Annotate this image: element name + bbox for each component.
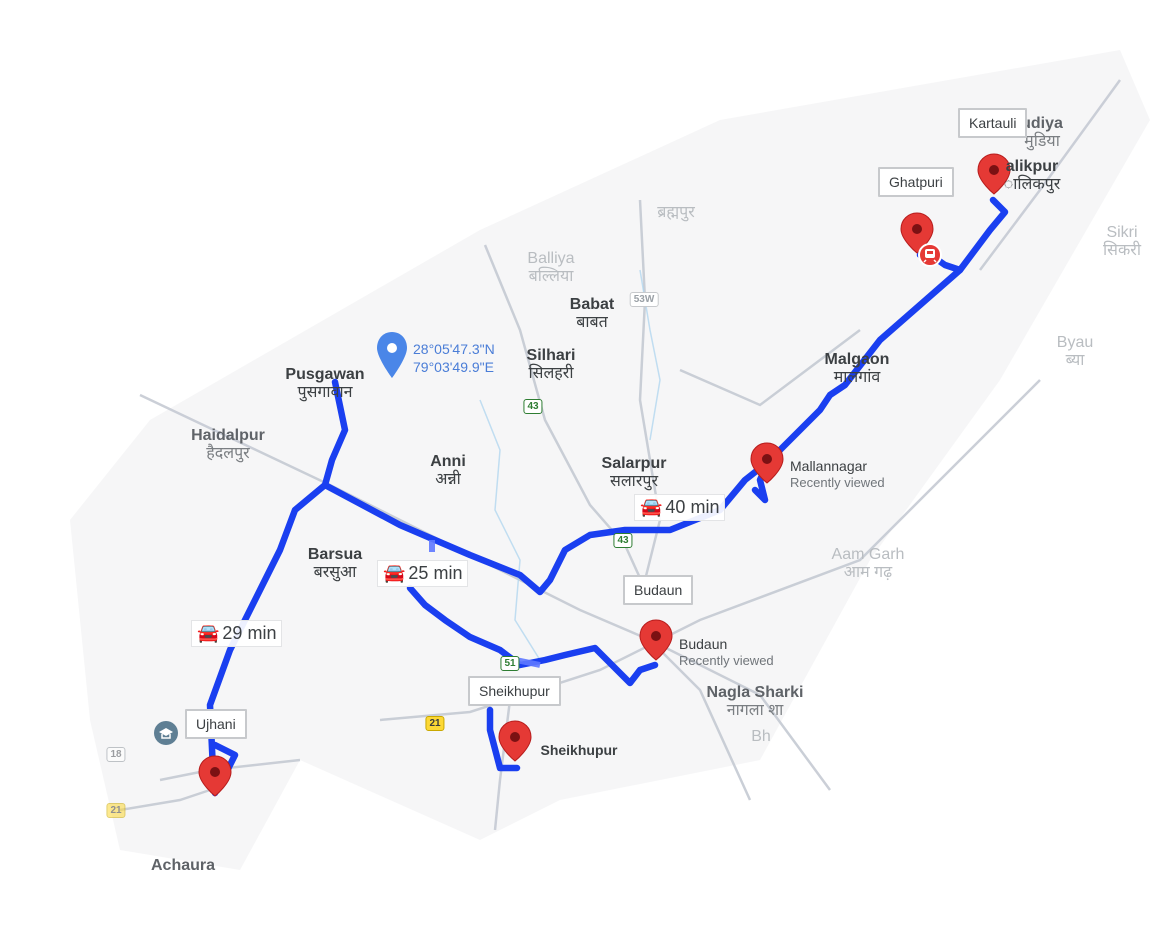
place-label-brahmpur: ब्रह्मपुर [657, 204, 695, 222]
dropped-pin-icon[interactable] [377, 332, 407, 378]
place-label-malikpur: alikpur ालिकपुर [1004, 158, 1061, 195]
duration-text: 40 min [665, 497, 720, 517]
place-label-malgaon: Malgaon मालगांव [825, 351, 890, 388]
place-name: Nagla Sharki [706, 684, 804, 701]
place-name-hindi: अन्नी [435, 471, 461, 489]
place-label-achaura: Achaura [151, 857, 215, 875]
place-label-bh: Bh [751, 728, 771, 746]
road-shield-21: 21 [106, 803, 126, 818]
route-alt [429, 540, 541, 668]
place-label-sikri: Sikri सिकरी [1103, 224, 1141, 261]
longitude: 79°03'49.9"E [413, 359, 494, 376]
train-station-icon[interactable] [918, 243, 942, 267]
place-name: Sheikhupur [540, 742, 618, 758]
place-label-nagla-sharki: Nagla Sharki नागला शा [707, 684, 804, 721]
place-card-name: Mallannagar [790, 458, 868, 474]
place-label-anni: Anni अन्नी [430, 453, 466, 490]
place-name: Achaura [150, 857, 216, 874]
road-shield-43: 43 [523, 399, 543, 414]
place-name-hindi: सिलहरी [528, 365, 574, 383]
place-label-byaur: Byau ब्या [1057, 334, 1093, 371]
place-name: Byau [1056, 334, 1094, 351]
place-name-hindi: ब्या [1065, 352, 1085, 370]
place-name-hindi: सिकरी [1103, 242, 1141, 260]
route-duration-badge[interactable]: 🚘 25 min [377, 560, 469, 587]
place-label-babat: Babat बाबत [570, 296, 614, 333]
place-card-mallannagar[interactable]: Mallannagar Recently viewed [790, 458, 885, 490]
place-name-hindi: पुसगावान [297, 384, 353, 402]
place-name-hindi: सलारपुर [610, 473, 658, 491]
coordinate-readout[interactable]: 28°05'47.3"N 79°03'49.9"E [413, 340, 495, 376]
duration-text: 25 min [408, 563, 463, 583]
map-pin-icon[interactable] [900, 212, 934, 254]
place-name: udiya [1021, 115, 1063, 132]
place-label-aam-garh: Aam Garh आम गढ़ [832, 546, 905, 583]
map-pin-icon[interactable] [750, 442, 784, 484]
map-background [70, 50, 1150, 870]
place-name-hindi: ालिकपुर [1003, 176, 1061, 194]
place-name-hindi: बाबत [576, 314, 608, 332]
place-name: Balliya [527, 250, 575, 267]
road-shield-51: 51 [500, 656, 520, 671]
place-name-hindi: मालगांव [833, 369, 881, 387]
place-label-salarpur: Salarpur सलारपुर [602, 455, 667, 492]
place-label-sheikhupur-town: Sheikhupur [540, 742, 617, 758]
place-name-hindi: हैदलपुर [206, 445, 250, 463]
waypoint-tag-budaun[interactable]: Budaun [623, 575, 694, 605]
place-name: Pusgawan [285, 366, 365, 383]
road-shield-21: 21 [425, 716, 445, 731]
place-name: Sikri [1106, 224, 1138, 241]
place-name-hindi: नागला शा [726, 702, 784, 720]
place-label-haidalpur: Haidalpur हैदलपुर [191, 427, 265, 464]
car-icon: 🚘 [640, 497, 663, 517]
place-name: alikpur [1005, 158, 1059, 175]
place-name: Haidalpur [191, 427, 265, 444]
road-shield-53w: 53W [629, 292, 659, 307]
place-label-pusgawan: Pusgawan पुसगावान [285, 366, 364, 403]
waypoint-tag-sheikhupur[interactable]: Sheikhupur [468, 676, 561, 706]
place-label-silhari: Silhari सिलहरी [527, 347, 576, 384]
place-name: Aam Garh [831, 546, 905, 563]
place-name: Salarpur [601, 455, 667, 472]
latitude: 28°05'47.3"N [413, 341, 495, 357]
place-label-barsua: Barsua बरसुआ [308, 546, 362, 583]
place-name: Malgaon [824, 351, 890, 368]
map-pin-icon[interactable] [198, 755, 232, 797]
place-name: Silhari [526, 347, 576, 364]
waypoint-tag-ujhani[interactable]: Ujhani [185, 709, 247, 739]
place-card-subtitle: Recently viewed [679, 652, 774, 668]
car-icon: 🚘 [197, 623, 220, 643]
map-pin-icon[interactable] [498, 720, 532, 762]
place-name: Anni [430, 453, 466, 470]
place-label-balliya: Balliya बल्लिया [527, 250, 574, 287]
place-card-budaun[interactable]: Budaun Recently viewed [679, 636, 774, 668]
road-shield-43: 43 [613, 533, 633, 548]
place-card-subtitle: Recently viewed [790, 474, 885, 490]
place-name-hindi: ब्रह्मपुर [657, 204, 695, 221]
route-main [206, 196, 1009, 797]
map-pin-icon[interactable] [977, 153, 1011, 195]
place-name-hindi: आम गढ़ [843, 564, 893, 582]
place-name: Barsua [307, 546, 363, 563]
waypoint-tag-kartauli[interactable]: Kartauli [958, 108, 1028, 138]
place-name-hindi: बल्लिया [528, 268, 574, 286]
map-pin-icon[interactable] [639, 619, 673, 661]
road-shield-18: 18 [106, 747, 126, 762]
place-label-udiya: udiya मुडिया [1021, 115, 1063, 152]
car-icon: 🚘 [383, 563, 406, 583]
place-name-hindi: बरसुआ [313, 564, 357, 582]
place-name: Bh [751, 728, 771, 745]
place-name-hindi: मुडिया [1024, 133, 1060, 151]
waypoint-tag-ghatpuri[interactable]: Ghatpuri [878, 167, 954, 197]
school-icon[interactable] [154, 721, 178, 745]
place-card-name: Budaun [679, 636, 728, 652]
place-name: Babat [569, 296, 615, 313]
route-duration-badge[interactable]: 🚘 40 min [634, 494, 726, 521]
route-duration-badge[interactable]: 🚘 29 min [191, 620, 283, 647]
duration-text: 29 min [222, 623, 277, 643]
